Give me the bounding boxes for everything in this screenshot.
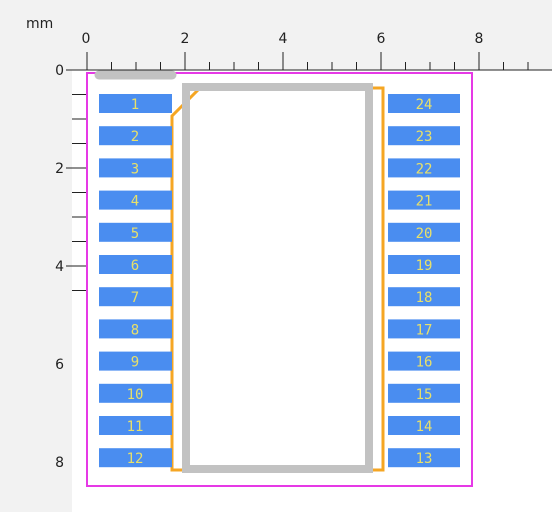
pad[interactable] [99, 287, 172, 307]
pad-number: 4 [131, 194, 139, 210]
pad-number: 13 [416, 451, 433, 467]
top-ruler [0, 0, 552, 70]
pad[interactable] [99, 126, 172, 146]
pad[interactable] [388, 319, 460, 339]
x-tick-label-8: 8 [475, 31, 484, 47]
pad-number: 12 [127, 451, 144, 467]
x-tick-label-6: 6 [377, 31, 386, 47]
pad[interactable] [388, 158, 460, 178]
pad-number: 1 [131, 97, 139, 113]
pad-number: 3 [131, 161, 139, 177]
pad[interactable] [99, 383, 172, 403]
left-ruler [0, 0, 72, 512]
pad[interactable] [388, 287, 460, 307]
pad-number: 22 [416, 161, 433, 177]
y-tick-label-2: 2 [55, 161, 64, 177]
y-tick-label-0: 0 [55, 63, 64, 79]
pad-number: 10 [127, 387, 144, 403]
right-pad-row: 24 23 22 21 20 19 18 17 16 15 14 13 [388, 94, 460, 468]
pad-number: 15 [416, 387, 433, 403]
pad[interactable] [388, 94, 460, 113]
x-tick-label-0: 0 [82, 31, 91, 47]
pad[interactable] [388, 351, 460, 371]
pad[interactable] [99, 319, 172, 339]
pad[interactable] [388, 255, 460, 274]
pad-number: 11 [127, 419, 144, 435]
pad-number: 20 [416, 226, 433, 242]
y-tick-label-4: 4 [55, 259, 64, 275]
pad[interactable] [388, 416, 460, 435]
pad[interactable] [99, 351, 172, 371]
pad[interactable] [388, 222, 460, 242]
pad-number: 5 [131, 226, 139, 242]
x-tick-label-4: 4 [279, 31, 288, 47]
pad[interactable] [99, 448, 172, 468]
pad[interactable] [99, 94, 172, 113]
pad[interactable] [388, 126, 460, 146]
courtyard-outline [86, 72, 473, 487]
pad-number: 18 [416, 290, 433, 306]
pad[interactable] [99, 255, 172, 274]
pad[interactable] [388, 383, 460, 403]
silkscreen-body-outline [182, 83, 373, 473]
pad-number: 2 [131, 129, 139, 145]
pad[interactable] [388, 448, 460, 468]
pad-number: 16 [416, 355, 433, 371]
unit-label: mm [26, 16, 53, 32]
left-pad-row: 1 2 3 4 5 6 7 8 9 10 11 12 [99, 94, 172, 468]
pad-number: 19 [416, 258, 433, 274]
y-tick-label-8: 8 [55, 455, 64, 471]
pad-number: 14 [416, 419, 433, 435]
pad[interactable] [99, 222, 172, 242]
pad-number: 9 [131, 355, 139, 371]
y-tick-label-6: 6 [55, 357, 64, 373]
pad-number: 23 [416, 129, 433, 145]
x-tick-label-2: 2 [181, 31, 190, 47]
left-ruler-ticks [66, 69, 86, 291]
pad[interactable] [99, 158, 172, 178]
pad-number: 21 [416, 194, 433, 210]
top-ruler-ticks [72, 52, 552, 71]
pad[interactable] [99, 416, 172, 435]
pad-number: 17 [416, 322, 433, 338]
pad-number: 6 [131, 258, 139, 274]
pad[interactable] [388, 190, 460, 210]
pad-number: 7 [131, 290, 139, 306]
pad[interactable] [99, 190, 172, 210]
pad-number: 8 [131, 322, 139, 338]
pad-number: 24 [416, 97, 433, 113]
